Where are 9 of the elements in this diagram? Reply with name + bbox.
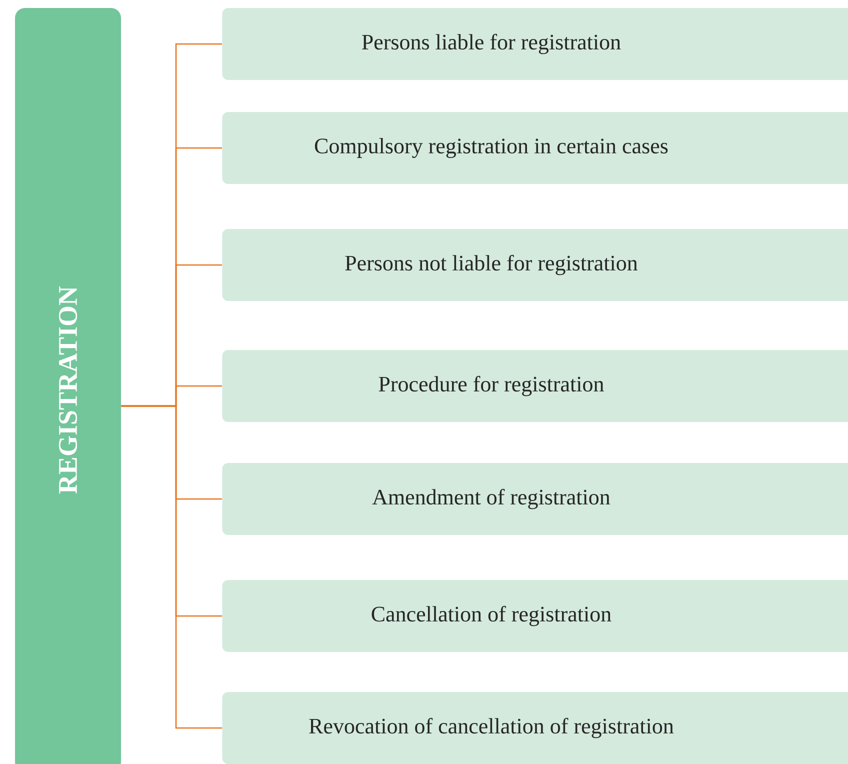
category-box: REGISTRATION [15,8,121,764]
topic-box: Compulsory registration in certain cases [222,112,848,184]
topic-box: Amendment of registration [222,463,848,535]
connector-line [121,405,222,729]
topic-box: Cancellation of registration [222,580,848,652]
topic-box: Persons liable for registration [222,8,848,80]
topic-box: Persons not liable for registration [222,229,848,301]
topic-box: Revocation of cancellation of registration [222,692,848,764]
topic-box: Procedure for registration [222,350,848,422]
